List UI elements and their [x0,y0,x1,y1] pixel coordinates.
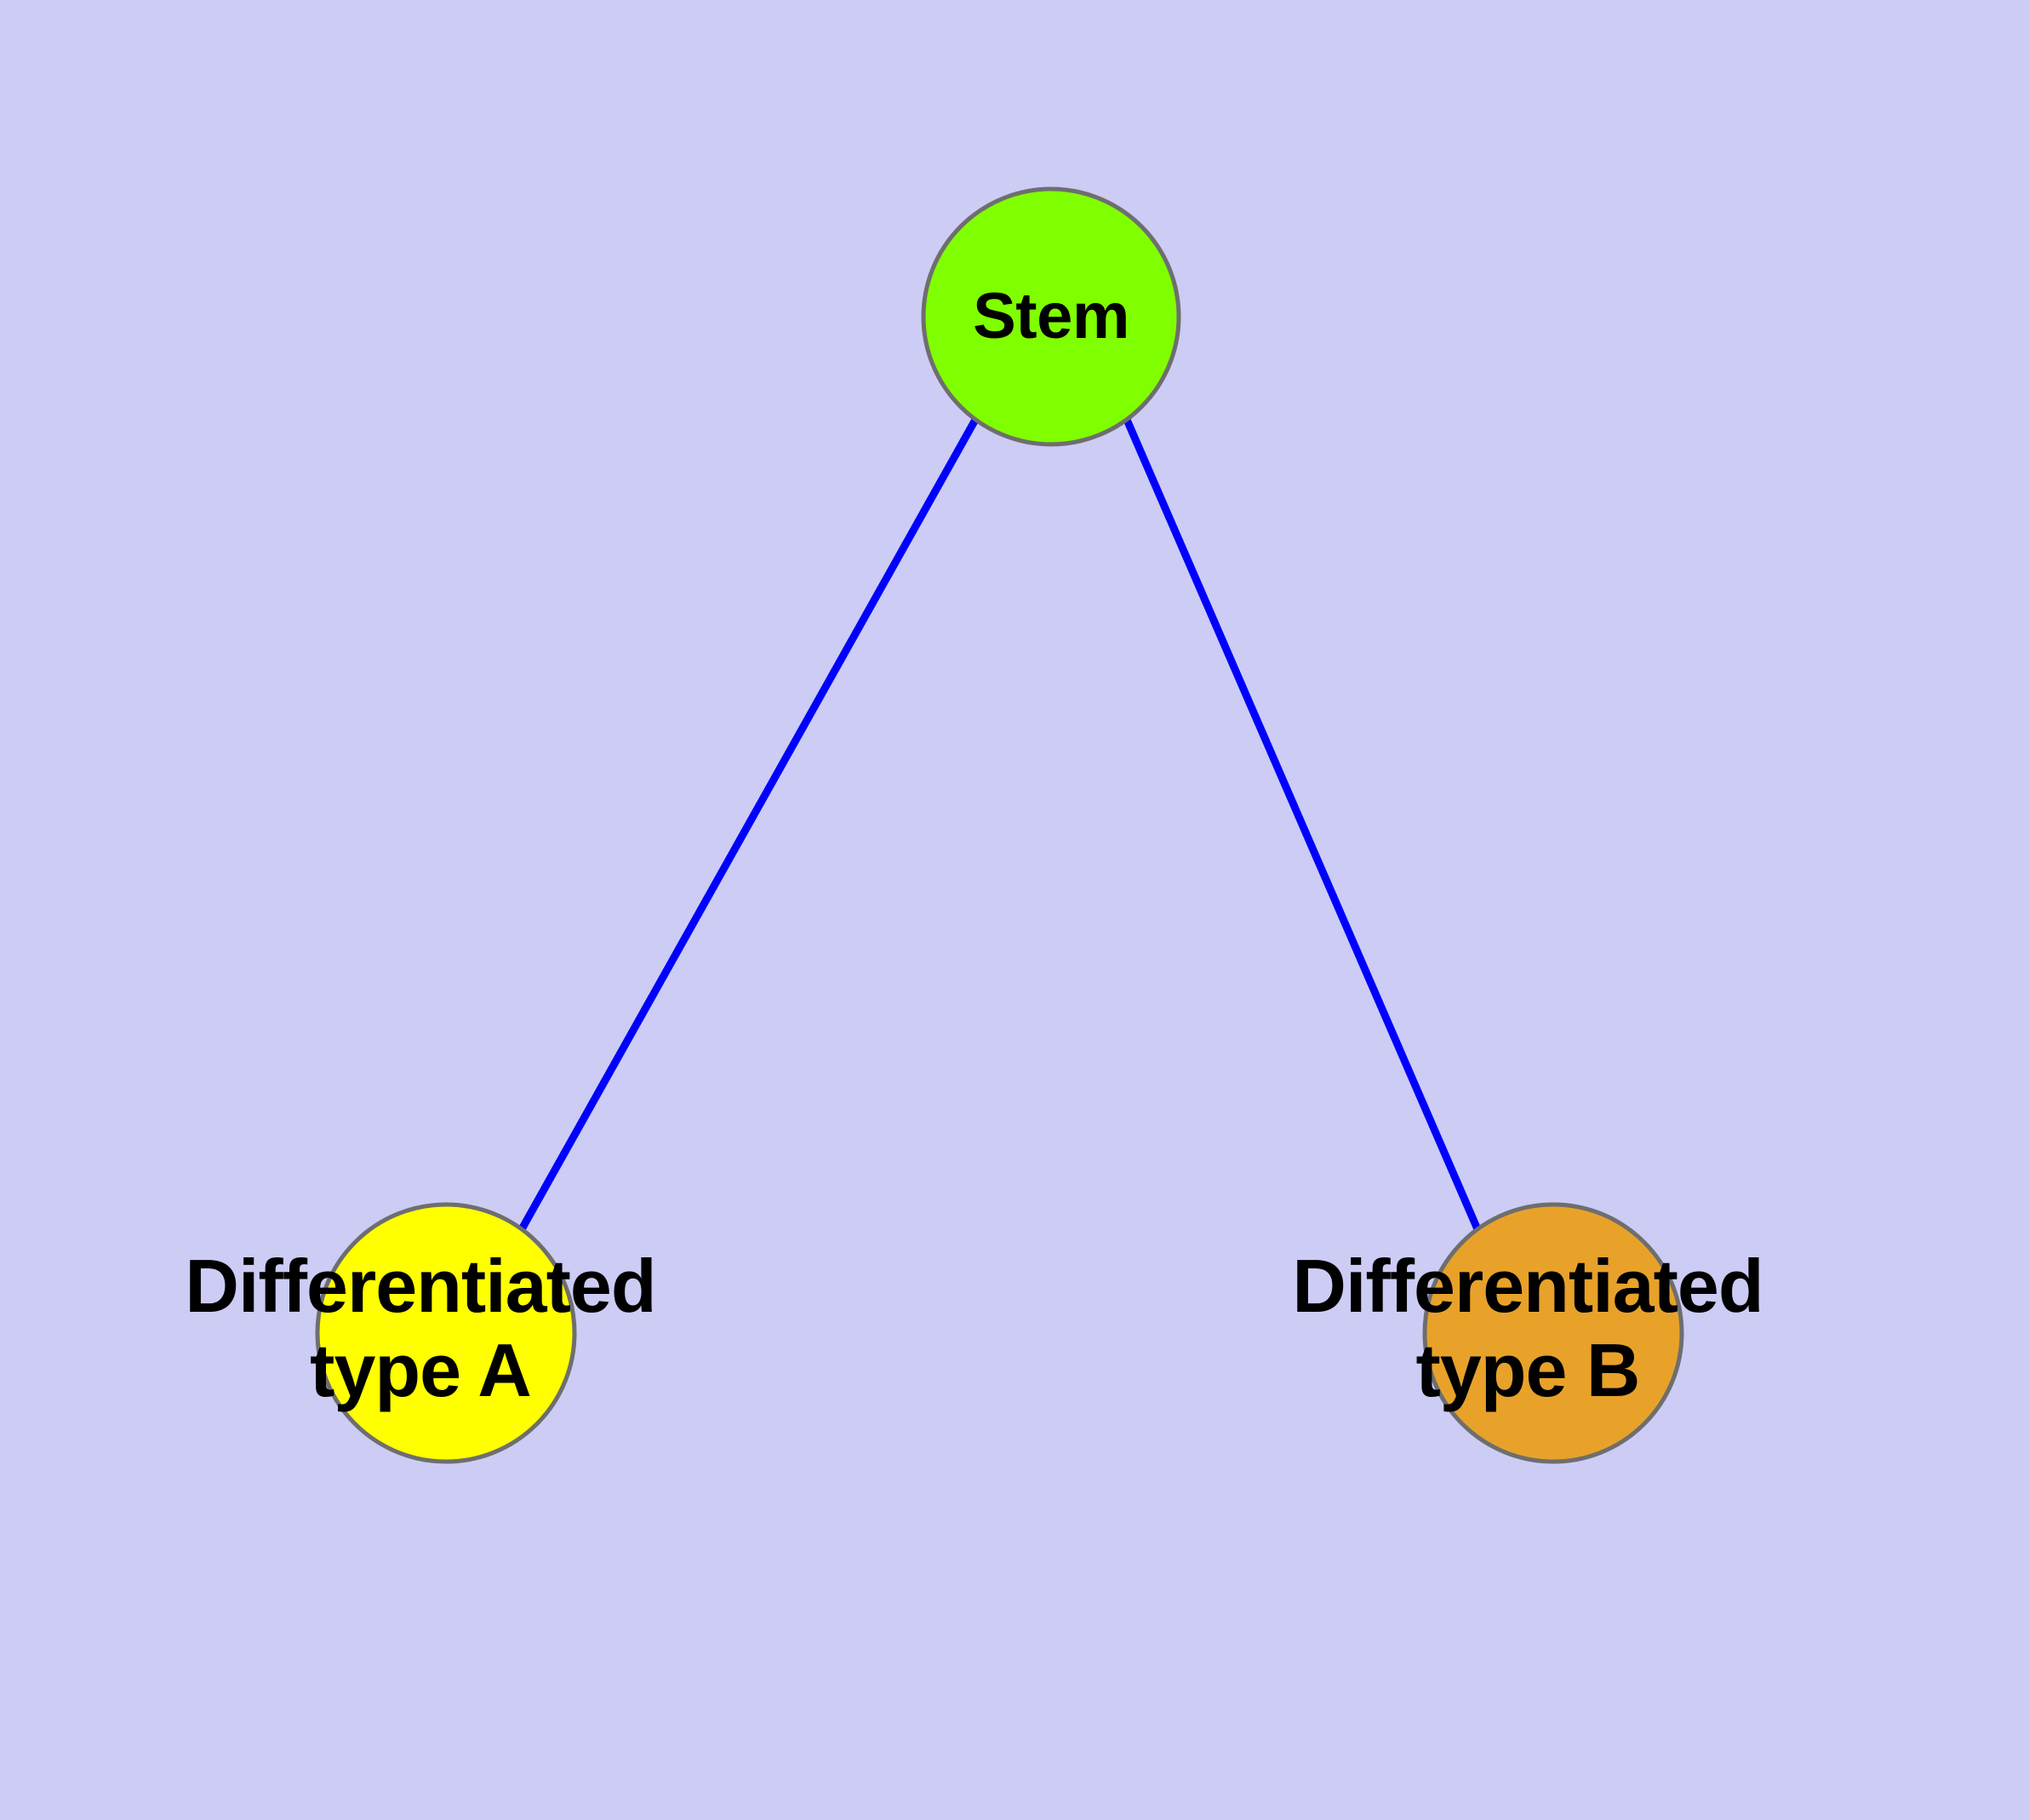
node-differentiated-type-a[interactable] [315,1202,577,1464]
edge-stem-to-differentiated-type-a [518,417,979,1232]
node-stem[interactable] [921,186,1181,447]
node-layer [315,186,1684,1464]
edge-layer [518,417,1482,1232]
node-differentiated-type-b[interactable] [1422,1202,1684,1464]
edge-stem-to-differentiated-type-b [1123,418,1482,1231]
